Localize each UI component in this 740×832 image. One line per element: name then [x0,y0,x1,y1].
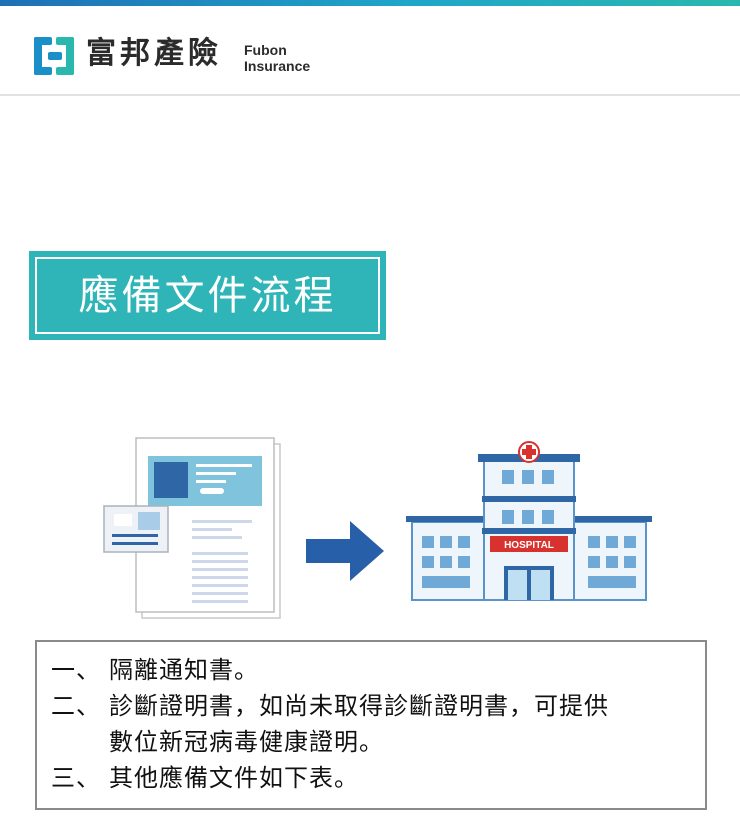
list-item-text: 隔離通知書。 [109,656,259,684]
documents-illustration [103,437,281,619]
page-header: 富邦產險 Fubon Insurance [0,6,740,96]
fubon-logo-icon [34,37,74,75]
list-item-text: 數位新冠病毒健康證明。 [109,728,384,756]
list-item-number: 三、 [51,764,101,792]
section-title-box: 應備文件流程 [29,251,386,340]
brand-en-line2: Insurance [244,58,311,74]
section-title: 應備文件流程 [78,272,337,319]
list-item: 三、其他應備文件如下表。 [51,760,705,796]
arrow-right-icon [306,521,384,581]
document-list-box: 一、隔離通知書。 二、診斷證明書，如尚未取得診斷證明書，可提供 數位新冠病毒健康… [35,640,707,810]
brand-name-chinese: 富邦產險 [86,36,222,71]
list-item-text: 其他應備文件如下表。 [109,764,359,792]
list-item: 二、診斷證明書，如尚未取得診斷證明書，可提供 [51,688,705,724]
section-title-frame: 應備文件流程 [35,257,380,334]
list-item: 一、隔離通知書。 [51,652,705,688]
list-item-number: 二、 [51,692,101,720]
list-item-continuation: 數位新冠病毒健康證明。 [51,724,705,760]
brand-en-line1: Fubon [244,42,287,58]
list-item-number: 一、 [51,656,101,684]
top-accent-stripe [0,0,740,6]
brand-name-english: Fubon Insurance [244,42,310,74]
hospital-illustration: HOSPITAL [406,441,652,601]
list-item-text: 診斷證明書，如尚未取得診斷證明書，可提供 [109,692,609,720]
hospital-sign-text: HOSPITAL [504,540,554,551]
